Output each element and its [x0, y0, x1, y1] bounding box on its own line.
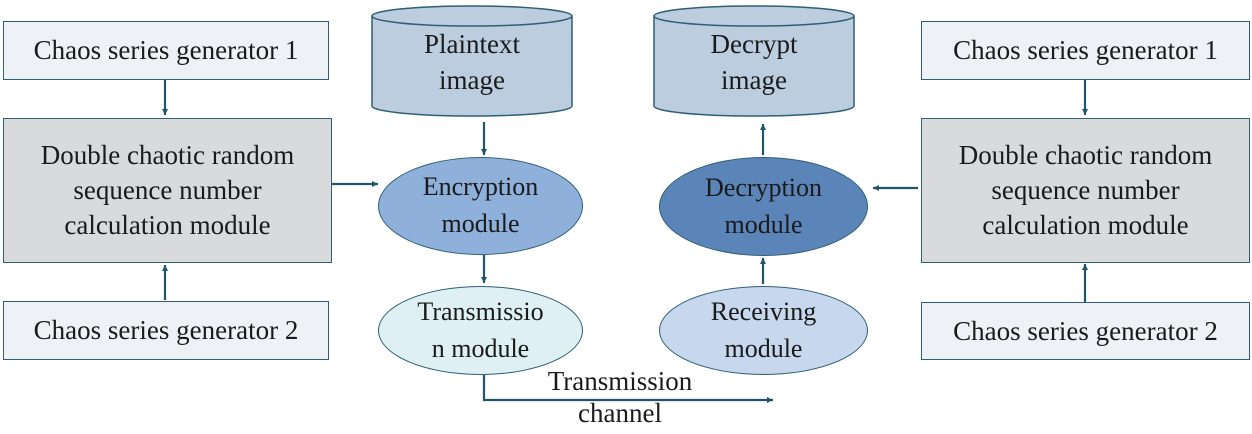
left-calculation-module: Double chaotic random sequence number ca…: [3, 118, 332, 263]
receiving-module: Receiving module: [659, 286, 868, 375]
right-chaos-generator-2: Chaos series generator 2: [921, 302, 1250, 360]
right-calculation-module: Double chaotic random sequence number ca…: [921, 118, 1250, 263]
encryption-module: Encryption module: [378, 157, 583, 255]
transmission-module: Transmissio n module: [378, 286, 583, 375]
right-chaos-generator-1: Chaos series generator 1: [921, 21, 1250, 80]
decryption-module: Decryption module: [659, 157, 868, 256]
left-chaos-generator-2: Chaos series generator 2: [3, 301, 329, 360]
decrypt-image-label: Decrypt image: [710, 29, 798, 96]
plaintext-image-label: Plaintext image: [424, 29, 520, 96]
left-calculation-module-label: Double chaotic random sequence number ca…: [40, 139, 295, 241]
right-chaos-generator-2-label: Chaos series generator 2: [953, 315, 1218, 346]
left-chaos-generator-2-label: Chaos series generator 2: [33, 315, 299, 345]
right-calculation-module-label: Double chaotic random sequence number ca…: [958, 139, 1213, 241]
encryption-module-label: Encryption module: [422, 172, 539, 238]
receiving-module-label: Receiving module: [710, 296, 817, 363]
decrypt-image-cylinder: [653, 5, 855, 117]
transmission-channel-label: Transmission channel: [547, 366, 693, 429]
transmission-module-label: Transmissio n module: [417, 296, 544, 363]
left-chaos-generator-1-label: Chaos series generator 1: [33, 35, 299, 65]
right-chaos-generator-1-label: Chaos series generator 1: [953, 35, 1218, 65]
left-chaos-generator-1: Chaos series generator 1: [3, 21, 329, 80]
arrow-transmission-channel: [482, 375, 773, 403]
plaintext-image-cylinder: [371, 5, 573, 117]
decryption-module-label: Decryption module: [705, 172, 822, 239]
